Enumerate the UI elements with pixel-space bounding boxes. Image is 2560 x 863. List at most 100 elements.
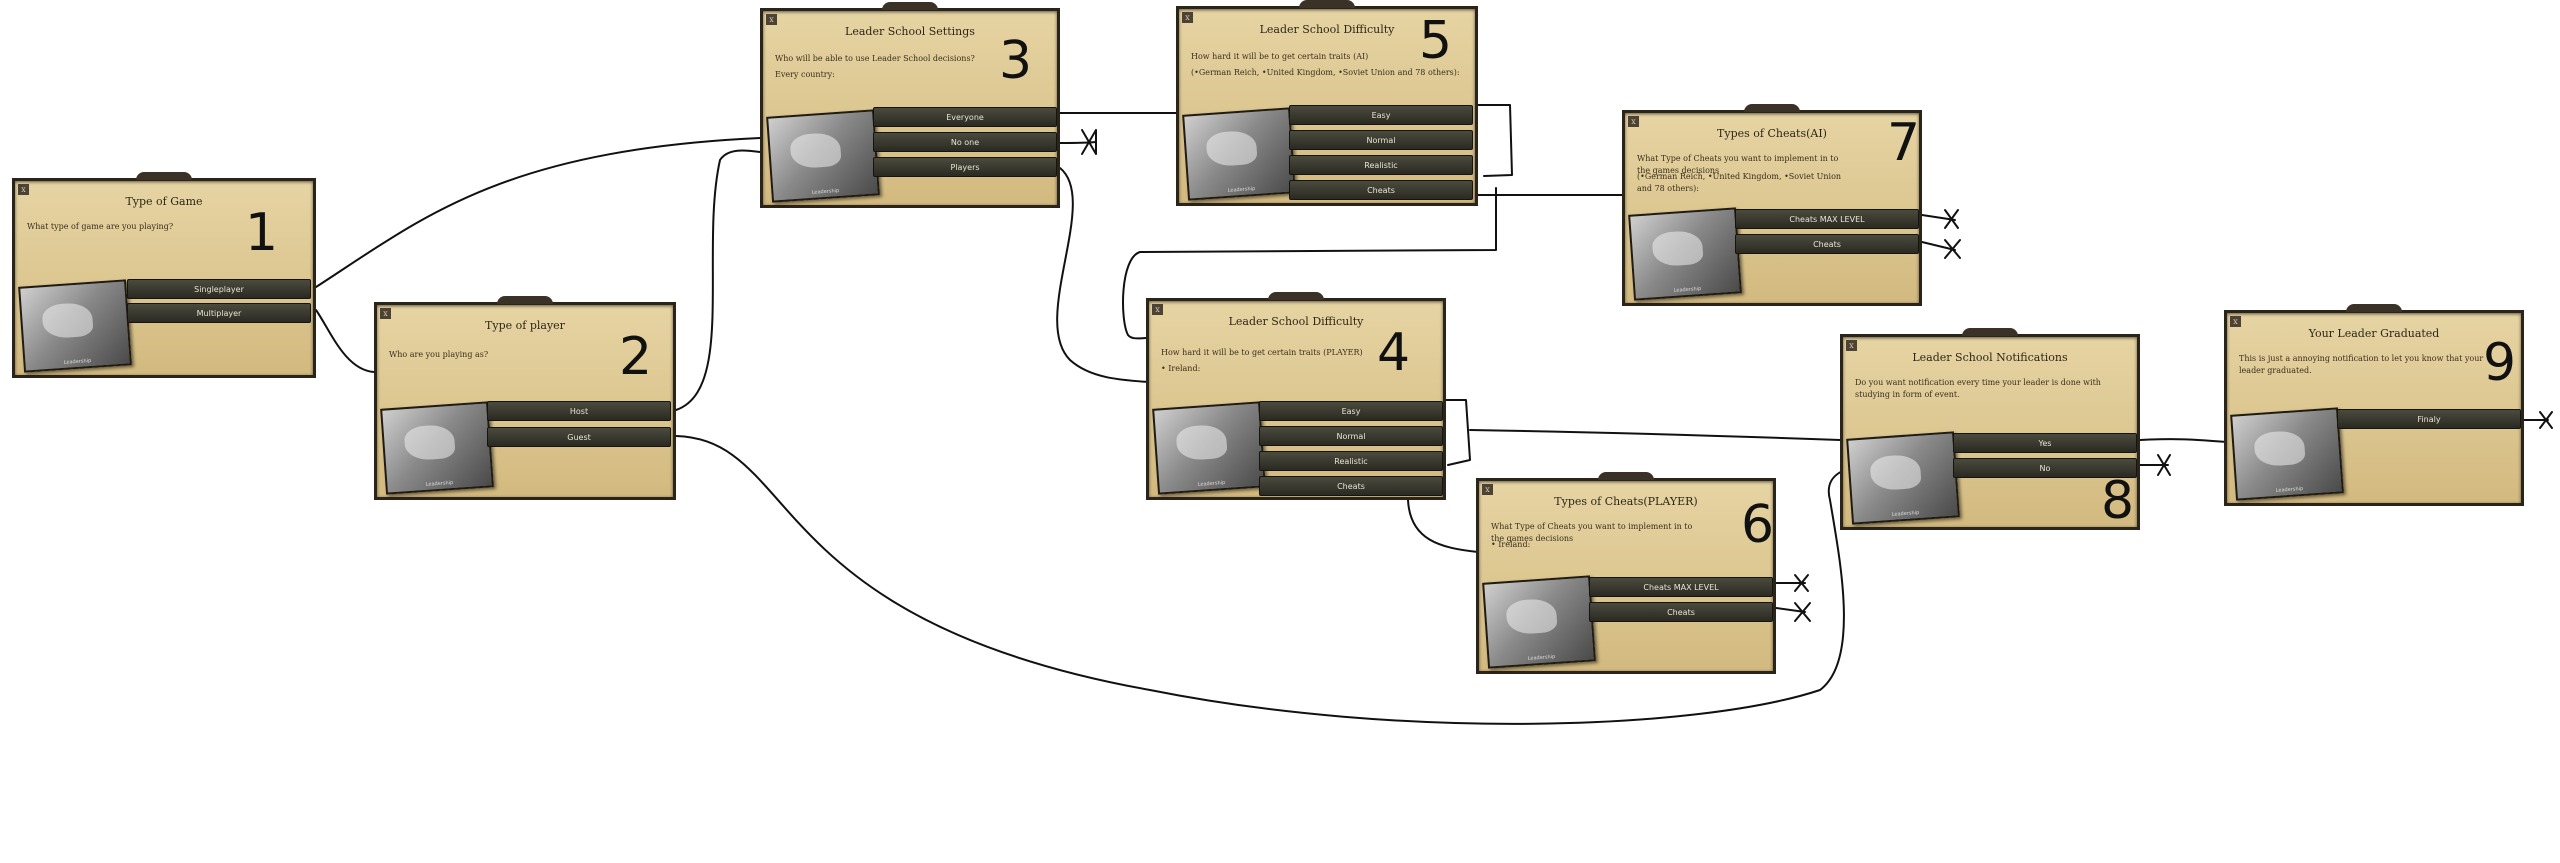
- dialog-tab: [1962, 328, 2018, 336]
- wire-2host-to-3: [675, 149, 761, 411]
- cheats-button[interactable]: Cheats: [1259, 476, 1443, 496]
- image-caption: Leadership: [2275, 485, 2304, 494]
- close-icon[interactable]: x: [1182, 12, 1193, 23]
- dialog-tab: [497, 296, 553, 304]
- dialog-subdescription: (•German Reich, •United Kingdom, •Soviet…: [1191, 68, 1460, 77]
- dialog-tab: [1268, 292, 1324, 300]
- end-mark-7a: [1944, 209, 1959, 229]
- wire-2guest-to-8: [675, 435, 1846, 725]
- dialog-subdescription: (•German Reich, •United Kingdom, •Soviet…: [1637, 172, 1842, 193]
- leader-image: Leadership: [380, 401, 494, 495]
- dialog-leader-school-settings: x Leader School Settings Who will be abl…: [760, 2, 1060, 208]
- image-caption: Leadership: [1197, 479, 1226, 488]
- dialog-description: How hard it will be to get certain trait…: [1161, 348, 1363, 357]
- easy-button[interactable]: Easy: [1289, 105, 1473, 125]
- normal-button[interactable]: Normal: [1289, 130, 1473, 150]
- end-mark-7b: [1944, 239, 1961, 259]
- cheats-max-level-button[interactable]: Cheats MAX LEVEL: [1589, 577, 1773, 597]
- dialog-types-of-cheats-ai: x Types of Cheats(AI) What Type of Cheat…: [1622, 104, 1922, 306]
- dialog-types-of-cheats-player: x Types of Cheats(PLAYER) What Type of C…: [1476, 472, 1776, 674]
- normal-button[interactable]: Normal: [1259, 426, 1443, 446]
- dialog-subdescription: • Ireland:: [1161, 364, 1201, 373]
- cheats-button[interactable]: Cheats: [1735, 234, 1919, 254]
- close-icon[interactable]: x: [1152, 304, 1163, 315]
- close-icon[interactable]: x: [1482, 484, 1493, 495]
- dialog-tab: [136, 172, 192, 180]
- realistic-button[interactable]: Realistic: [1289, 155, 1473, 175]
- multiplayer-button[interactable]: Multiplayer: [127, 303, 311, 323]
- no-one-button[interactable]: No one: [873, 132, 1057, 152]
- image-caption: Leadership: [1891, 509, 1920, 518]
- host-button[interactable]: Host: [487, 401, 671, 421]
- everyone-button[interactable]: Everyone: [873, 107, 1057, 127]
- dialog-description: What type of game are you playing?: [27, 222, 174, 231]
- dialog-title: Leader School Settings: [845, 25, 975, 38]
- close-icon[interactable]: x: [18, 184, 29, 195]
- yes-button[interactable]: Yes: [1953, 433, 2137, 453]
- finaly-button[interactable]: Finaly: [2337, 409, 2521, 429]
- close-icon[interactable]: x: [1846, 340, 1857, 351]
- wire-6-end-b: [1775, 607, 1806, 613]
- bracket-5: [1477, 104, 1513, 177]
- image-caption: Leadership: [1227, 185, 1256, 194]
- wire-5-to-4: [1122, 187, 1497, 340]
- leader-image: Leadership: [1152, 401, 1266, 495]
- end-mark-8: [2157, 454, 2171, 476]
- step-number: 2: [619, 327, 653, 387]
- dialog-description: How hard it will be to get certain trait…: [1191, 52, 1369, 61]
- dialog-description: This is just a annoying notification to …: [2239, 354, 2484, 375]
- end-mark-6b: [1794, 602, 1811, 622]
- dialog-description: Who are you playing as?: [389, 350, 489, 359]
- close-icon[interactable]: x: [2230, 316, 2241, 327]
- image-caption: Leadership: [1527, 653, 1556, 662]
- dialog-tab: [1299, 0, 1355, 8]
- end-mark-3: [1081, 129, 1097, 155]
- dialog-subdescription: Every country:: [775, 70, 835, 79]
- wire-8-to-9: [2139, 438, 2227, 443]
- step-number: 9: [2483, 333, 2517, 393]
- dialog-description: Do you want notification every time your…: [1855, 378, 2101, 399]
- close-icon[interactable]: x: [766, 14, 777, 25]
- cheats-button[interactable]: Cheats: [1289, 180, 1473, 200]
- easy-button[interactable]: Easy: [1259, 401, 1443, 421]
- wire-4-to-6: [1407, 499, 1479, 553]
- dialog-title: Type of Game: [125, 195, 203, 208]
- wire-3-end: [1059, 141, 1097, 144]
- wire-7-end-b: [1921, 241, 1956, 251]
- players-button[interactable]: Players: [873, 157, 1057, 177]
- image-caption: Leadership: [63, 357, 92, 366]
- wire-3players-to-4: [1056, 167, 1149, 383]
- dialog-leader-school-difficulty-ai: x Leader School Difficulty How hard it w…: [1176, 0, 1478, 206]
- cheats-max-level-button[interactable]: Cheats MAX LEVEL: [1735, 209, 1919, 229]
- leader-image: Leadership: [766, 109, 880, 203]
- step-number: 4: [1377, 323, 1411, 383]
- leader-image: Leadership: [1182, 107, 1296, 201]
- leader-image: Leadership: [18, 279, 132, 373]
- step-number: 1: [245, 203, 279, 263]
- step-number: 8: [2101, 471, 2135, 531]
- singleplayer-button[interactable]: Singleplayer: [127, 279, 311, 299]
- dialog-title: Leader School Difficulty: [1259, 23, 1395, 36]
- guest-button[interactable]: Guest: [487, 427, 671, 447]
- bracket-4: [1445, 399, 1471, 466]
- step-number: 3: [999, 31, 1033, 91]
- wire-7-end-a: [1921, 214, 1956, 221]
- end-mark-9: [2539, 411, 2553, 429]
- dialog-subdescription: • Ireland:: [1491, 540, 1531, 549]
- dialog-type-of-game: x Type of Game What type of game are you…: [12, 172, 316, 378]
- leader-image: Leadership: [1482, 575, 1596, 669]
- image-caption: Leadership: [425, 479, 454, 488]
- dialog-tab: [1744, 104, 1800, 112]
- no-button[interactable]: No: [1953, 458, 2137, 478]
- wire-1-to-2: [315, 309, 375, 373]
- close-icon[interactable]: x: [1628, 116, 1639, 127]
- end-mark-6a: [1794, 574, 1809, 592]
- realistic-button[interactable]: Realistic: [1259, 451, 1443, 471]
- close-icon[interactable]: x: [380, 308, 391, 319]
- wire-1-to-3: [315, 137, 761, 288]
- dialog-tab: [2346, 304, 2402, 312]
- dialog-description: What Type of Cheats you want to implemen…: [1637, 154, 1839, 175]
- dialog-type-of-player: x Type of player Who are you playing as?…: [374, 296, 676, 500]
- cheats-button[interactable]: Cheats: [1589, 602, 1773, 622]
